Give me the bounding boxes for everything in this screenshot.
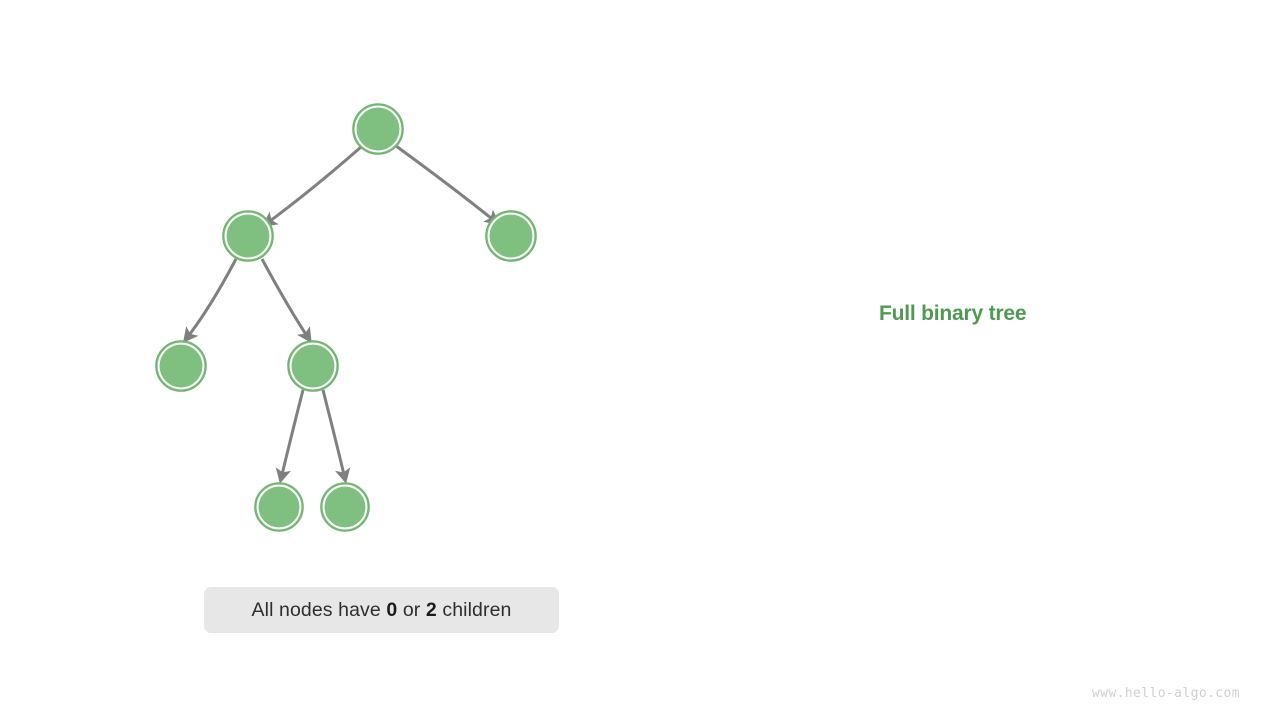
tree-edge-layer bbox=[183, 144, 500, 484]
caption-badge: All nodes have 0 or 2 children bbox=[204, 587, 559, 633]
node-disc bbox=[356, 107, 400, 151]
tree-node-n1[interactable] bbox=[222, 210, 274, 262]
tree-node-n5[interactable] bbox=[254, 482, 304, 532]
node-gap-ring bbox=[322, 484, 368, 530]
tree-edge-n1-n4 bbox=[260, 258, 312, 343]
site-watermark: www.hello-algo.com bbox=[1091, 686, 1240, 701]
node-gap-ring bbox=[224, 212, 272, 260]
caption-text: All nodes have 0 or 2 children bbox=[252, 599, 512, 622]
caption-middle: or bbox=[397, 598, 426, 621]
tree-node-n6[interactable] bbox=[320, 482, 370, 532]
tree-node-n4[interactable] bbox=[287, 340, 339, 392]
node-disc bbox=[324, 486, 366, 528]
node-gap-ring bbox=[487, 212, 535, 260]
tree-edge-n0-n2 bbox=[395, 144, 500, 225]
caption-suffix: children bbox=[436, 598, 512, 621]
tree-node-n0[interactable] bbox=[352, 103, 404, 155]
node-disc bbox=[489, 214, 533, 258]
node-gap-ring bbox=[157, 342, 205, 390]
node-disc bbox=[159, 344, 203, 388]
tree-node-layer bbox=[155, 103, 537, 532]
node-gap-ring bbox=[256, 484, 302, 530]
tree-edge-n4-n5 bbox=[275, 389, 305, 484]
tree-edge-n0-n1 bbox=[262, 145, 362, 227]
tree-edge-n4-n6 bbox=[321, 389, 351, 484]
caption-count-two: 2 bbox=[425, 598, 437, 621]
tree-node-n2[interactable] bbox=[485, 210, 537, 262]
caption-prefix: All nodes have bbox=[251, 598, 387, 621]
page-title: Full binary tree bbox=[879, 302, 1027, 325]
node-disc bbox=[291, 344, 335, 388]
caption-count-zero: 0 bbox=[386, 598, 398, 621]
tree-node-n3[interactable] bbox=[155, 340, 207, 392]
node-disc bbox=[226, 214, 270, 258]
tree-edge-n1-n3 bbox=[183, 258, 238, 343]
node-disc bbox=[258, 486, 300, 528]
node-gap-ring bbox=[354, 105, 402, 153]
node-gap-ring bbox=[289, 342, 337, 390]
